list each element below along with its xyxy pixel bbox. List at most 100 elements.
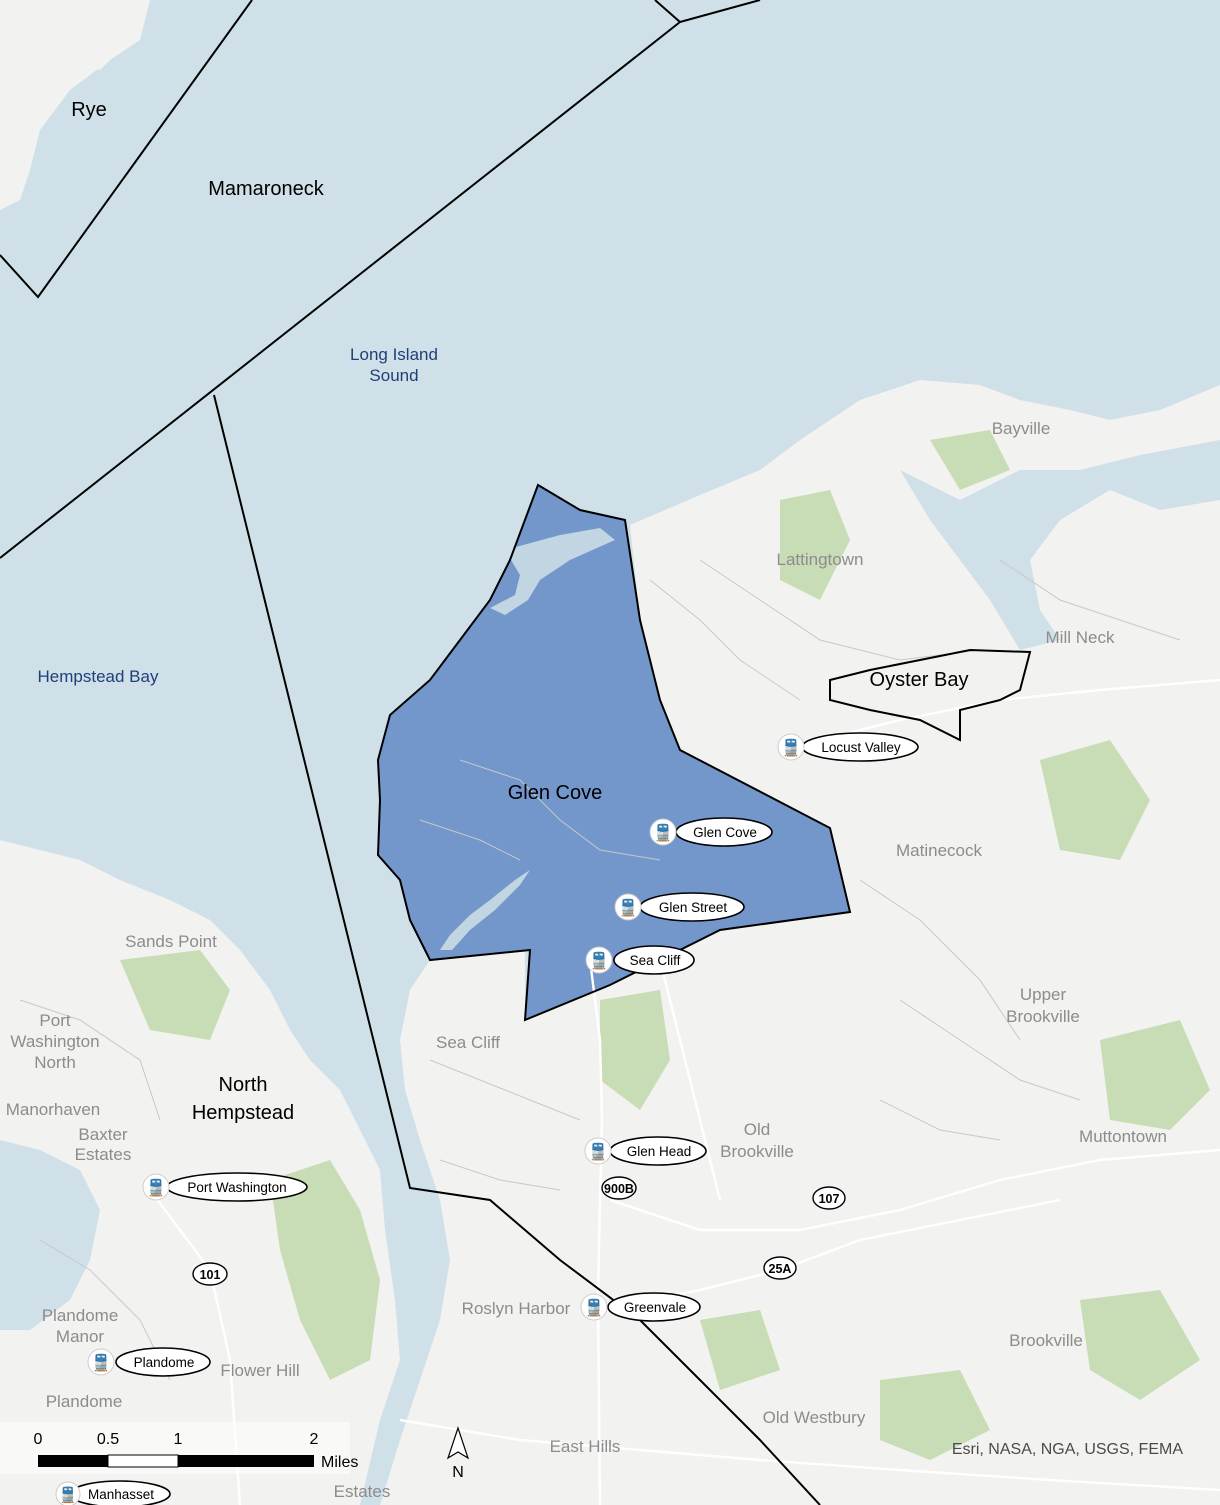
station-label: Greenvale	[624, 1300, 686, 1315]
station-label: Glen Street	[659, 900, 728, 915]
scale-tick-label: 1	[174, 1431, 183, 1448]
manhasset-bay	[0, 1140, 100, 1330]
water-label-long-island-sound: Long Island	[350, 345, 438, 364]
town-label-glen-cove: Glen Cove	[508, 782, 603, 804]
train-icon: 🚆	[588, 1142, 608, 1161]
place-label-sands-point: Sands Point	[125, 932, 217, 951]
route-label: 25A	[769, 1262, 792, 1276]
road	[999, 559, 1181, 641]
place-label-plandome-manor: Plandome	[42, 1306, 119, 1325]
place-label-mill-neck: Mill Neck	[1046, 628, 1115, 647]
station-manhasset[interactable]: 🚆 Manhasset	[55, 1480, 171, 1505]
boundary-line	[376, 483, 852, 1022]
road	[658, 959, 722, 1201]
station-plandome[interactable]: 🚆 Plandome	[87, 1347, 211, 1377]
minor-road-network	[19, 559, 1181, 1381]
port-washington-peninsula	[0, 840, 400, 1505]
park-area	[1080, 1290, 1200, 1400]
scale-unit-label: Miles	[321, 1454, 358, 1471]
place-label-muttontown: Muttontown	[1079, 1127, 1167, 1146]
train-icon: 🚆	[618, 898, 638, 917]
place-label-upper-brookville: Brookville	[1006, 1007, 1080, 1026]
station-glen-street[interactable]: 🚆 Glen Street	[614, 892, 745, 922]
road	[879, 1099, 1001, 1141]
park-area	[270, 1160, 380, 1380]
route-shield-107: 107	[812, 1186, 846, 1210]
place-label-upper-brookville: Upper	[1020, 985, 1067, 1004]
boundary-line	[829, 648, 1032, 742]
route-label: 107	[819, 1192, 840, 1206]
road	[899, 999, 1081, 1101]
place-label-east-hills: East Hills	[550, 1437, 621, 1456]
road	[459, 759, 661, 861]
glen-cove-water-inlet	[490, 528, 615, 615]
station-label: Locust Valley	[821, 740, 901, 755]
scale-bar: 0 0.5 1 2 Miles	[0, 1422, 358, 1474]
place-label-baxter-estates: Baxter	[78, 1125, 127, 1144]
route-label: 900B	[604, 1182, 634, 1196]
north-shore-land-east	[380, 380, 1220, 1505]
station-port-washington[interactable]: 🚆 Port Washington	[142, 1172, 308, 1202]
station-glen-head[interactable]: 🚆 Glen Head	[584, 1136, 707, 1166]
town-label-rye: Rye	[71, 99, 107, 121]
train-icon: 🚆	[781, 738, 801, 757]
scale-tick-label: 2	[310, 1431, 319, 1448]
place-label-plandome: Plandome	[46, 1392, 123, 1411]
route-label: 101	[200, 1268, 221, 1282]
park-area	[880, 1370, 990, 1460]
road	[609, 1148, 1220, 1232]
station-sea-cliff[interactable]: 🚆 Sea Cliff	[585, 945, 695, 975]
road	[429, 1059, 581, 1121]
road	[439, 1159, 561, 1191]
town-label-north-hempstead: North	[219, 1074, 268, 1096]
attribution-text: Esri, NASA, NGA, USGS, FEMA	[952, 1441, 1183, 1458]
station-label: Manhasset	[88, 1487, 154, 1502]
road	[419, 819, 521, 861]
place-label-port-washington-north: Port	[39, 1011, 70, 1030]
park-area	[700, 1310, 780, 1390]
train-icon: 🚆	[589, 951, 609, 970]
park-area	[1040, 740, 1150, 860]
glen-cove-boundary-fill	[378, 485, 850, 1020]
boundary-line	[213, 394, 821, 1505]
road	[399, 1418, 1220, 1492]
road	[649, 579, 801, 701]
place-label-port-washington-north: North	[34, 1053, 76, 1072]
station-label: Port Washington	[187, 1180, 286, 1195]
place-label-brookville: Brookville	[1009, 1331, 1083, 1350]
train-icon: 🚆	[584, 1298, 604, 1317]
place-label-baxter-estates: Estates	[75, 1145, 132, 1164]
water-label-hempstead-bay: Hempstead Bay	[38, 667, 159, 686]
place-label-bayville: Bayville	[992, 419, 1051, 438]
station-locust-valley[interactable]: 🚆 Locust Valley	[777, 732, 919, 762]
route-shield-900b: 900B	[601, 1176, 637, 1200]
station-glen-cove[interactable]: 🚆 Glen Cove	[649, 817, 773, 847]
water-label-long-island-sound: Sound	[369, 366, 418, 385]
station-label: Glen Cove	[693, 825, 757, 840]
scale-tick-label: 0	[34, 1431, 43, 1448]
station-greenvale[interactable]: 🚆 Greenvale	[580, 1292, 701, 1322]
park-area	[930, 430, 1010, 490]
train-icon: 🚆	[653, 823, 673, 842]
place-label-roslyn-harbor: Roslyn Harbor	[462, 1299, 571, 1318]
north-arrow-label: N	[452, 1464, 464, 1481]
route-shield-101: 101	[192, 1262, 228, 1286]
oyster-bay-harbor	[900, 440, 1220, 650]
place-label-matinecock: Matinecock	[896, 841, 982, 860]
boundary-lines	[0, 0, 1032, 1505]
park-area	[600, 990, 670, 1110]
place-label-old-westbury: Old Westbury	[763, 1408, 866, 1427]
rye-island	[60, 10, 130, 70]
road	[599, 1198, 1061, 1312]
train-icon: 🚆	[59, 1486, 78, 1504]
place-label-estates: Estates	[334, 1482, 391, 1501]
place-label-lattingtown: Lattingtown	[777, 550, 864, 569]
place-label-port-washington-north: Washington	[10, 1032, 99, 1051]
park-area	[120, 950, 230, 1040]
boundary-line	[0, 0, 253, 299]
park-area	[1100, 1020, 1210, 1130]
scale-tick-label: 0.5	[97, 1431, 119, 1448]
station-label: Glen Head	[627, 1144, 692, 1159]
glen-cove-creek	[440, 870, 530, 950]
